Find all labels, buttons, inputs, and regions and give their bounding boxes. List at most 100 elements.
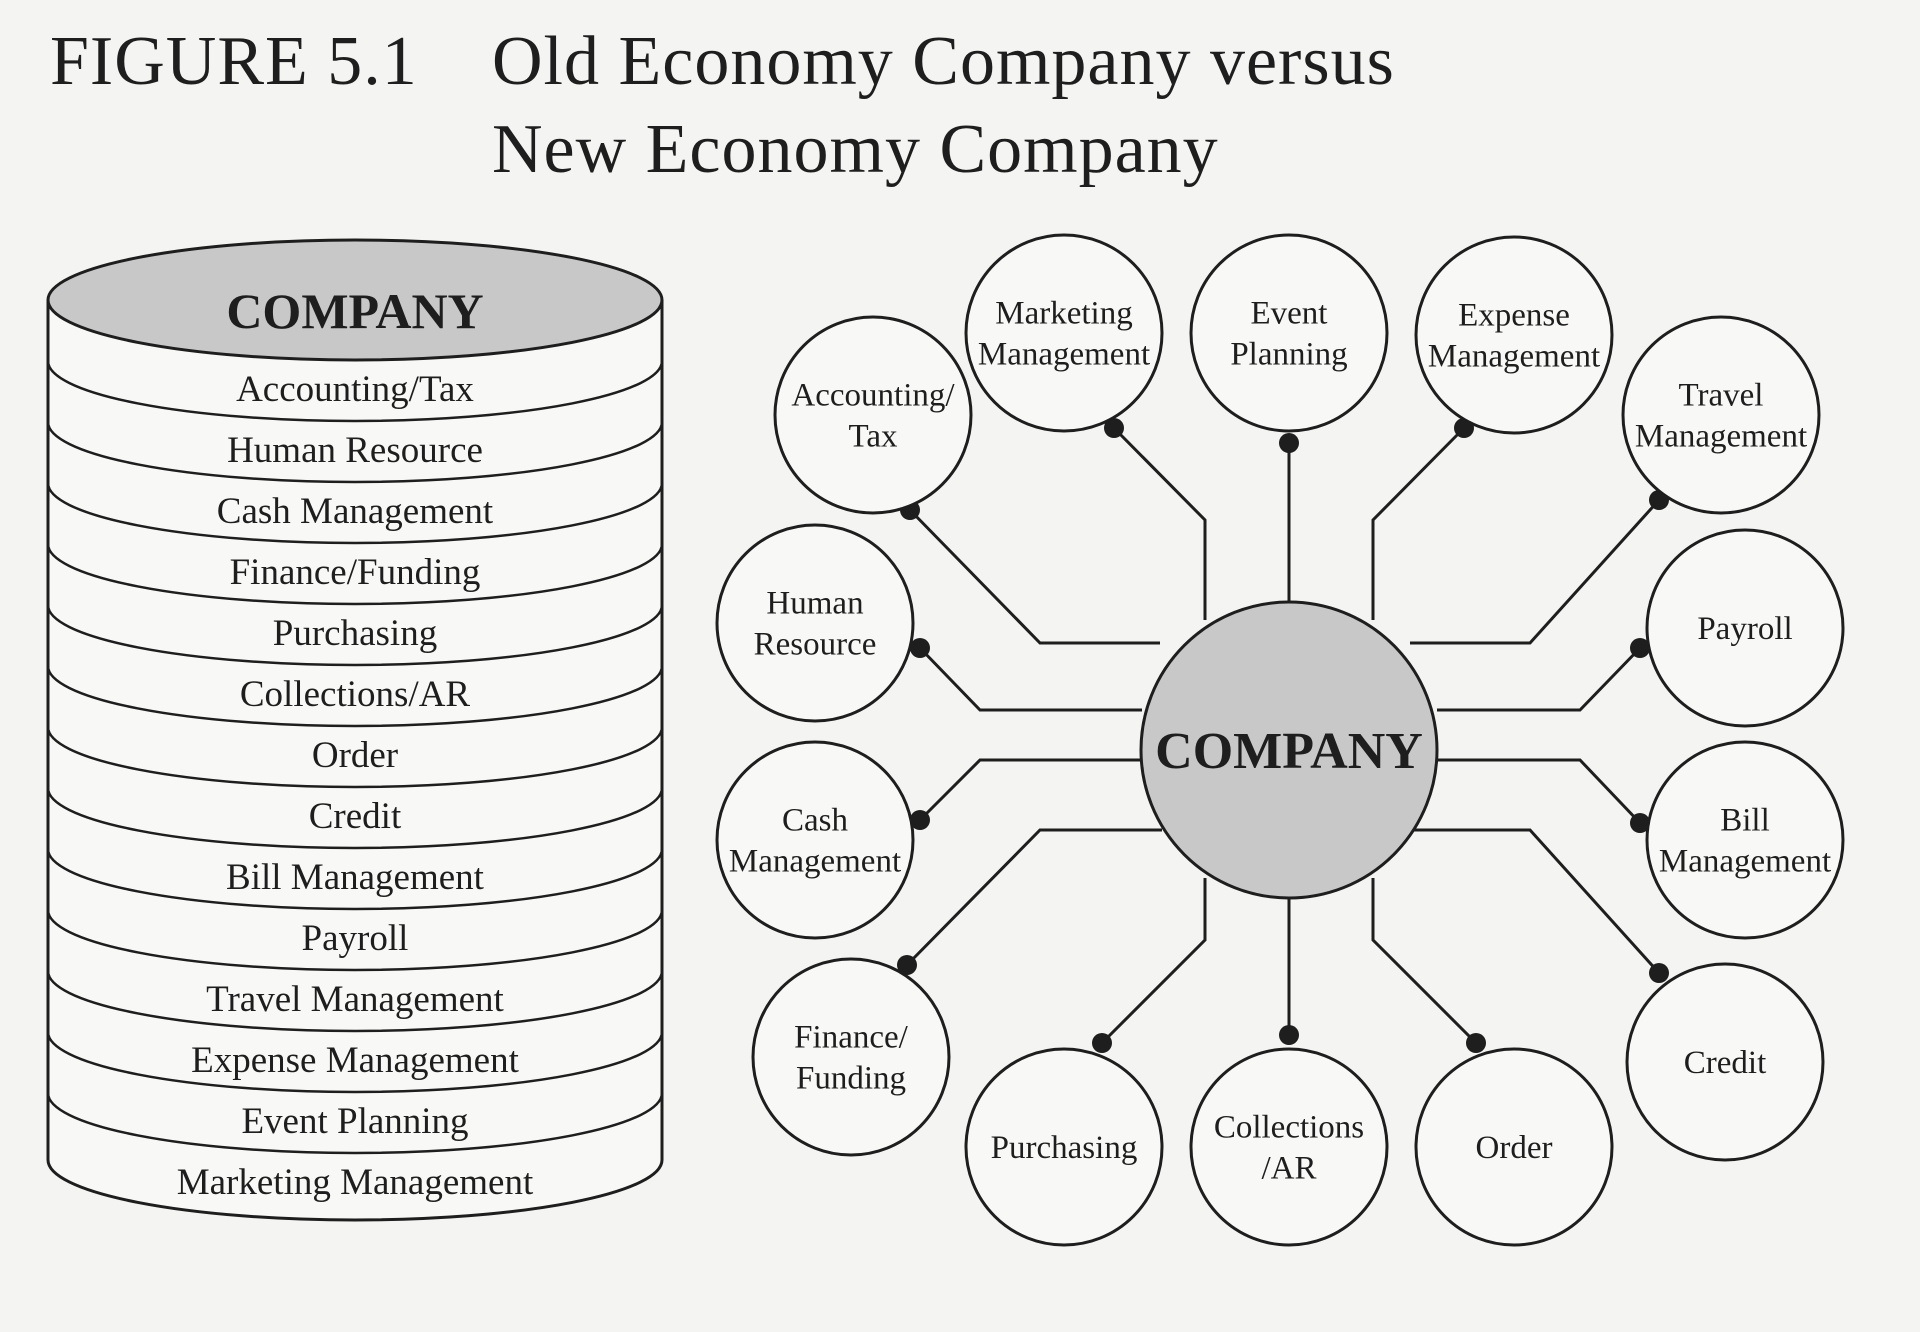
connector-accounting xyxy=(908,508,1160,645)
node-label-accounting: Accounting/ xyxy=(791,378,955,414)
node-circle-cash xyxy=(715,740,915,940)
node-label-travel: Management xyxy=(1635,419,1807,455)
connector-purchasing xyxy=(1100,878,1207,1045)
cylinder-layer-label: Finance/Funding xyxy=(230,552,481,593)
cylinder-separator xyxy=(46,604,664,667)
connector-dot-marketing xyxy=(1104,418,1124,438)
hub-circle xyxy=(1139,600,1439,900)
cylinder-layer-label: Collections/AR xyxy=(240,674,471,715)
connector-dot-bill xyxy=(1630,813,1650,833)
cylinder-layer-separators xyxy=(46,360,664,1155)
node-label-finance: Finance/ xyxy=(794,1020,908,1056)
hub-label: COMPANY xyxy=(1155,723,1423,780)
connector-dot-collections xyxy=(1279,1025,1299,1045)
node-label-expense: Expense xyxy=(1458,298,1570,334)
cylinder-layer-label: Purchasing xyxy=(273,613,437,654)
cylinder-layer-label: Order xyxy=(312,735,398,776)
cylinder-layer-label: Travel Management xyxy=(206,979,504,1020)
node-circle-expense xyxy=(1414,235,1614,435)
cylinder-separator xyxy=(46,543,664,606)
cylinder-separator xyxy=(46,360,664,423)
node-circle-marketing xyxy=(964,233,1164,433)
connector-payroll xyxy=(1437,646,1642,712)
node-label-collections: Collections xyxy=(1214,1110,1364,1146)
node-circle-credit xyxy=(1625,962,1825,1162)
connector-dot-cash xyxy=(910,810,930,830)
node-label-order: Order xyxy=(1476,1130,1553,1166)
node-credit: Credit xyxy=(1625,962,1825,1162)
connector-dot-credit xyxy=(1649,963,1669,983)
node-label-finance: Funding xyxy=(796,1061,906,1097)
connector-order xyxy=(1371,878,1478,1045)
node-label-purchasing: Purchasing xyxy=(991,1130,1138,1166)
connector-dot-payroll xyxy=(1630,638,1650,658)
connector-travel xyxy=(1410,498,1661,645)
node-label-expense: Management xyxy=(1428,339,1600,375)
node-payroll: Payroll xyxy=(1645,528,1845,728)
node-label-marketing: Management xyxy=(978,337,1150,373)
node-label-bill: Bill xyxy=(1720,803,1770,839)
node-circle-accounting xyxy=(773,315,973,515)
cylinder-layer-label: Event Planning xyxy=(241,1101,468,1142)
figure-title-line2: New Economy Company xyxy=(492,111,1219,189)
cylinder-top xyxy=(46,238,664,362)
cylinder-layer-label: Marketing Management xyxy=(177,1162,534,1203)
node-label-travel: Travel xyxy=(1679,378,1764,414)
node-label-human: Human xyxy=(766,586,863,622)
cylinder-layer-label: Human Resource xyxy=(227,430,483,471)
node-finance: Finance/Funding xyxy=(751,957,951,1157)
cylinder-separator xyxy=(46,665,664,728)
node-purchasing: Purchasing xyxy=(964,1047,1164,1247)
cylinder-layer-label: Cash Management xyxy=(217,491,494,532)
figure-number: FIGURE 5.1 xyxy=(50,23,418,100)
node-label-cash: Cash xyxy=(782,803,849,839)
connector-cash xyxy=(918,758,1142,822)
connector-dot-purchasing xyxy=(1092,1033,1112,1053)
cylinder-separator xyxy=(46,482,664,545)
node-label-collections: /AR xyxy=(1261,1151,1316,1187)
node-label-accounting: Tax xyxy=(848,419,898,455)
connector-marketing xyxy=(1112,426,1207,620)
node-label-cash: Management xyxy=(729,844,901,880)
cylinder-separator xyxy=(46,421,664,484)
cylinder-separator xyxy=(46,787,664,850)
node-circle-event xyxy=(1189,233,1389,433)
cylinder-layer-label: Expense Management xyxy=(191,1040,519,1081)
cylinder-separator xyxy=(46,1092,664,1155)
connector-credit xyxy=(1410,828,1661,975)
new-economy-diagram: Accounting/TaxMarketingManagementEventPl… xyxy=(715,233,1845,1247)
cylinder-separator xyxy=(46,970,664,1033)
cylinder-layer-label: Accounting/Tax xyxy=(236,369,474,410)
node-label-credit: Credit xyxy=(1684,1045,1766,1081)
cylinder-separator xyxy=(46,909,664,972)
node-circle-finance xyxy=(751,957,951,1157)
connector-finance xyxy=(905,828,1162,967)
node-circle-human xyxy=(715,523,915,723)
cylinder-body xyxy=(46,300,664,1222)
node-circle-collections xyxy=(1189,1047,1389,1247)
connector-dot-human xyxy=(910,638,930,658)
cylinder-separator xyxy=(46,726,664,789)
cylinder-separator xyxy=(46,848,664,911)
function-nodes: Accounting/TaxMarketingManagementEventPl… xyxy=(715,233,1845,1247)
node-label-event: Planning xyxy=(1230,337,1347,373)
node-accounting: Accounting/Tax xyxy=(773,315,973,515)
connectors xyxy=(905,426,1661,1045)
node-label-payroll: Payroll xyxy=(1697,611,1792,647)
connector-dot-finance xyxy=(897,955,917,975)
cylinder-layer-label: Bill Management xyxy=(226,857,485,898)
node-label-human: Resource xyxy=(754,627,877,663)
node-circle-bill xyxy=(1645,740,1845,940)
node-circle-purchasing xyxy=(964,1047,1164,1247)
